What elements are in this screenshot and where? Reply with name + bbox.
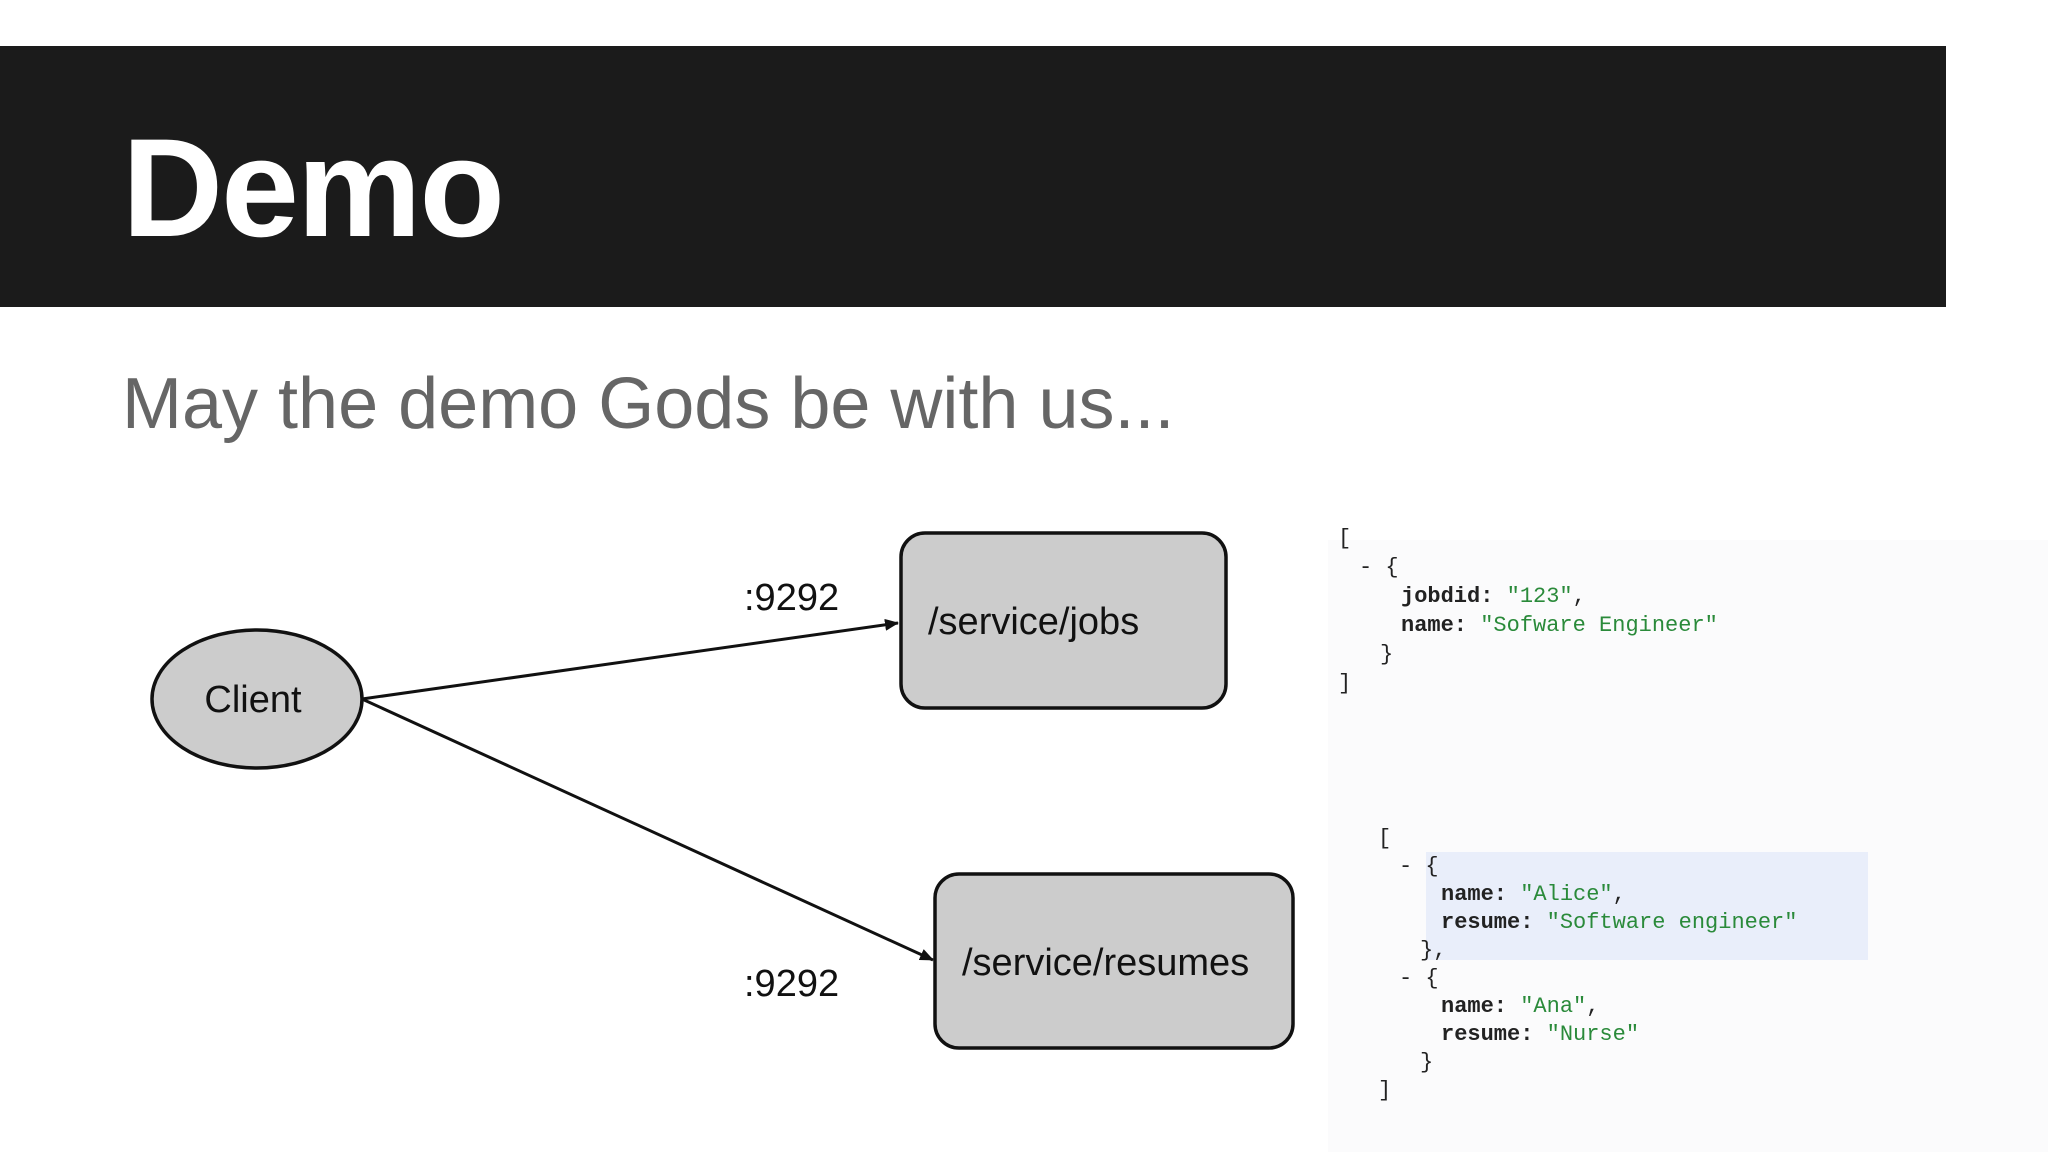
json-panel-background <box>1328 540 2048 1152</box>
json-line: [ <box>1338 524 1351 553</box>
json-key: name: <box>1441 994 1521 1019</box>
resumes-json-response: [- {name: "Alice",resume: "Software engi… <box>1378 824 1898 1124</box>
json-punctuation: - { <box>1399 966 1439 991</box>
json-line: resume: "Software engineer" <box>1441 908 1797 937</box>
client-node-label: Client <box>204 679 302 721</box>
jobs-json-response: [- {jobdid: "123",name: "Sofware Enginee… <box>1338 524 1858 704</box>
edge-label-jobs-port: :9292 <box>744 577 839 619</box>
slide-subtitle: May the demo Gods be with us... <box>122 364 1175 444</box>
edge-client-to-resumes <box>361 697 934 962</box>
edge-client-to-jobs <box>361 618 899 701</box>
json-punctuation: [ <box>1338 526 1352 551</box>
json-line: } <box>1420 1048 1433 1077</box>
json-punctuation: , <box>1612 882 1626 907</box>
json-value: "Nurse" <box>1546 1022 1640 1047</box>
json-punctuation: [ <box>1378 826 1392 851</box>
json-key: jobdid: <box>1401 584 1507 609</box>
json-line: ] <box>1378 1076 1391 1105</box>
client-node <box>150 628 364 770</box>
json-line: resume: "Nurse" <box>1441 1020 1639 1049</box>
json-line: name: "Ana", <box>1441 992 1599 1021</box>
json-punctuation: , <box>1586 994 1600 1019</box>
json-punctuation: ] <box>1378 1078 1392 1103</box>
json-punctuation: , <box>1572 584 1586 609</box>
json-value: "Alice" <box>1520 882 1613 907</box>
json-key: name: <box>1401 613 1481 638</box>
json-line: - { <box>1399 852 1439 881</box>
json-value: "Ana" <box>1520 994 1587 1019</box>
json-line: ] <box>1338 669 1351 698</box>
resumes-service-label: /service/resumes <box>962 942 1249 984</box>
json-line: }, <box>1420 936 1446 965</box>
json-punctuation: - { <box>1399 854 1439 879</box>
json-line: - { <box>1359 553 1399 582</box>
json-line: name: "Alice", <box>1441 880 1626 909</box>
json-value: "Software engineer" <box>1546 910 1798 935</box>
json-value: "Sofware Engineer" <box>1480 613 1718 638</box>
slide-title: Demo <box>122 109 505 266</box>
json-line: name: "Sofware Engineer" <box>1401 611 1718 640</box>
json-punctuation: }, <box>1420 938 1447 963</box>
jobs-service-node <box>899 531 1228 710</box>
edge-label-resumes-port: :9292 <box>744 963 839 1005</box>
title-bar <box>0 46 1946 307</box>
json-punctuation: ] <box>1338 671 1352 696</box>
json-highlight <box>1426 852 1868 960</box>
json-punctuation: } <box>1420 1050 1434 1075</box>
json-key: resume: <box>1441 910 1547 935</box>
json-key: name: <box>1441 882 1521 907</box>
json-key: resume: <box>1441 1022 1547 1047</box>
json-value: "123" <box>1506 584 1573 609</box>
json-line: [ <box>1378 824 1391 853</box>
json-line: } <box>1380 640 1393 669</box>
json-line: - { <box>1399 964 1439 993</box>
json-line: jobdid: "123", <box>1401 582 1586 611</box>
jobs-service-label: /service/jobs <box>928 601 1139 643</box>
resumes-service-node <box>933 872 1295 1050</box>
json-punctuation: - { <box>1359 555 1399 580</box>
json-punctuation: } <box>1380 642 1394 667</box>
